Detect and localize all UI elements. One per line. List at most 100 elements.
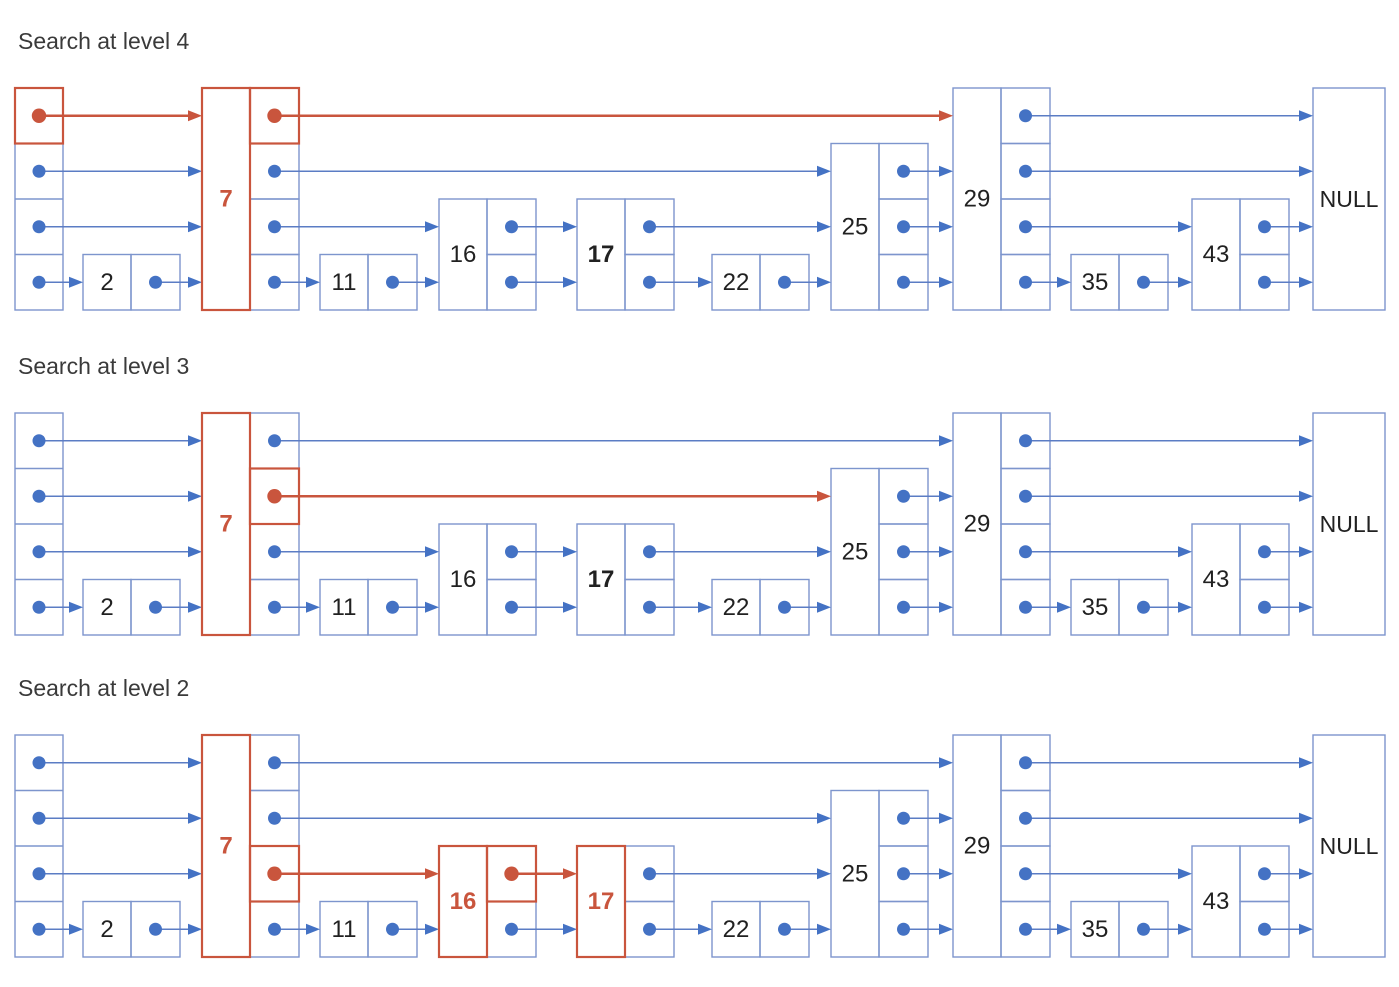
pointer-dot <box>1019 275 1032 289</box>
pointer-dot <box>32 867 46 881</box>
pointer-dot <box>778 275 791 289</box>
pointer-dot <box>897 811 910 825</box>
highlighted-pointer-cell <box>248 844 301 903</box>
arrowhead <box>188 546 202 558</box>
pointer-dot <box>897 545 910 559</box>
level-4-arrows <box>39 110 1313 122</box>
pointer-dot <box>32 600 46 614</box>
node-value: 25 <box>842 538 869 565</box>
node-29: 29 <box>952 734 1051 958</box>
pointer-dot <box>149 600 162 614</box>
node-value: 43 <box>1203 566 1230 593</box>
pointer-dot <box>1137 922 1150 936</box>
arrowhead <box>306 601 320 613</box>
arrowhead <box>698 601 712 613</box>
arrowhead <box>188 165 202 177</box>
node-43: 43 <box>1191 198 1290 311</box>
arrowhead <box>817 546 831 558</box>
node-value: 22 <box>723 269 750 296</box>
pointer-dot <box>897 220 910 234</box>
node-16: 16 <box>438 198 537 311</box>
arrowhead <box>1299 435 1313 447</box>
arrowhead <box>1299 812 1313 824</box>
pointer-dot <box>268 922 281 936</box>
highlighted-value-cell <box>575 844 627 959</box>
pointer-dot <box>386 275 399 289</box>
null-node: NULL <box>1312 87 1386 311</box>
pointer-dot <box>32 489 46 503</box>
node-value: 11 <box>332 916 357 943</box>
arrowhead <box>563 221 577 233</box>
arrowhead <box>188 276 202 288</box>
node-value: 25 <box>842 860 869 887</box>
arrowhead <box>425 276 439 288</box>
node-value: 43 <box>1203 888 1230 915</box>
node-value: 2 <box>100 269 113 296</box>
arrowhead <box>939 923 953 935</box>
arrowhead <box>188 923 202 935</box>
pointer-dot <box>778 922 791 936</box>
node-value: 2 <box>100 594 113 621</box>
level-2-arrows <box>39 221 1313 233</box>
level-3-arrows <box>39 165 1313 177</box>
arrowhead <box>1299 490 1313 502</box>
arrowhead <box>306 276 320 288</box>
arrowhead <box>939 490 953 502</box>
arrowhead <box>939 757 953 769</box>
node-2: 2 <box>82 900 181 958</box>
node-17: 17 <box>576 523 675 636</box>
pointer-dot <box>1019 545 1032 559</box>
pointer-dot <box>505 922 518 936</box>
pointer-dot <box>897 275 910 289</box>
arrowhead <box>817 165 831 177</box>
search-pointer-dot <box>504 866 519 881</box>
pointer-dot <box>778 600 791 614</box>
node-value: 17 <box>588 566 615 593</box>
arrowhead <box>1299 110 1313 122</box>
node-value: 2 <box>100 916 113 943</box>
arrowhead <box>188 221 202 233</box>
pointer-dot <box>1019 489 1032 503</box>
arrowhead <box>1057 276 1071 288</box>
arrowhead <box>188 868 202 880</box>
arrowhead <box>1299 165 1313 177</box>
pointer-dot <box>1258 275 1271 289</box>
arrowhead <box>563 923 577 935</box>
search-pointer-dot <box>267 108 282 123</box>
pointer-dot <box>32 220 46 234</box>
arrowhead <box>1299 923 1313 935</box>
head-node <box>14 734 64 958</box>
panel-label-search-level-4: Search at level 4 <box>18 28 190 54</box>
node-43: 43 <box>1191 523 1290 636</box>
node-value: 16 <box>450 241 477 268</box>
panel-label-search-level-2: Search at level 2 <box>18 675 190 701</box>
node-22: 22 <box>711 253 810 311</box>
pointer-dot <box>268 275 281 289</box>
arrowhead <box>698 923 712 935</box>
pointer-dot <box>897 164 910 178</box>
pointer-dot <box>1019 164 1032 178</box>
node-value: 29 <box>964 511 991 538</box>
arrowhead <box>939 601 953 613</box>
pointer-dot <box>1019 600 1032 614</box>
arrowhead <box>425 221 439 233</box>
pointer-dot <box>505 275 518 289</box>
pointer-dot <box>268 600 281 614</box>
pointer-dot <box>32 545 46 559</box>
arrowhead <box>817 812 831 824</box>
arrowhead <box>1178 221 1192 233</box>
pointer-dot <box>268 811 281 825</box>
highlighted-pointer-cell <box>248 467 301 526</box>
arrowhead <box>939 546 953 558</box>
arrowhead <box>69 601 83 613</box>
pointer-dot <box>32 756 46 770</box>
arrowhead <box>1057 923 1071 935</box>
pointer-dot <box>149 922 162 936</box>
node-value: 11 <box>332 269 357 296</box>
null-node: NULL <box>1312 734 1386 958</box>
pointer-dot <box>1258 922 1271 936</box>
level-1-arrows <box>39 276 1313 288</box>
node-value: 35 <box>1082 594 1109 621</box>
